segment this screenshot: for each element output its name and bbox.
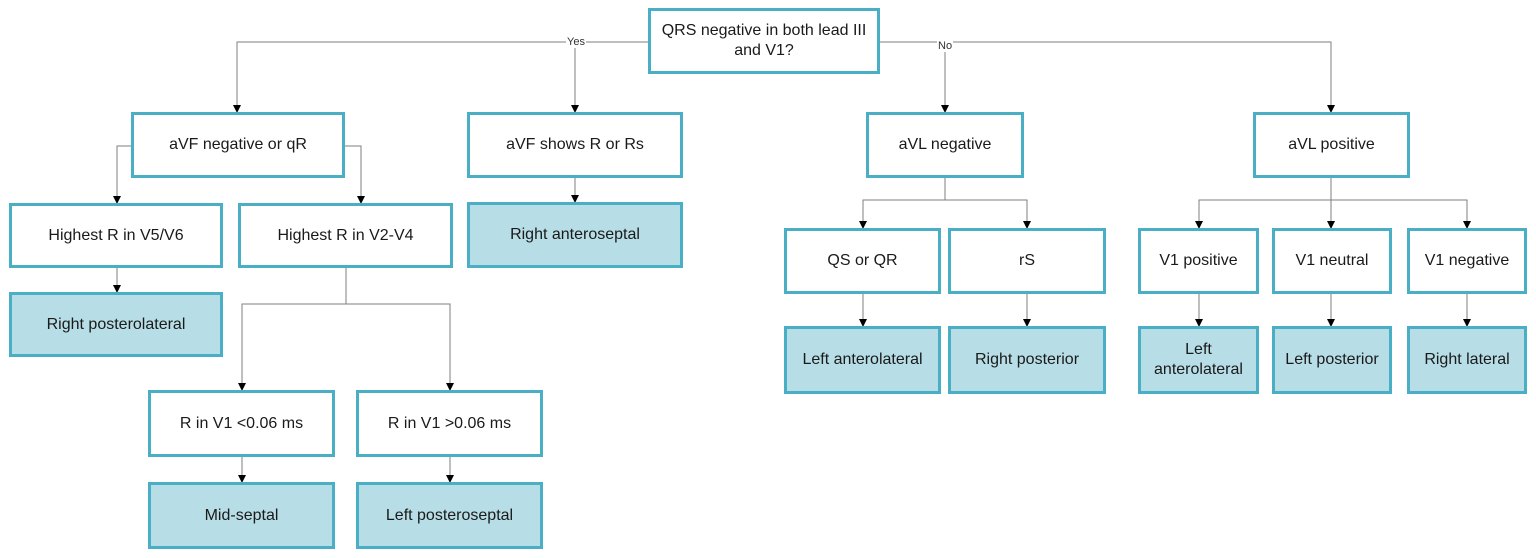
edge-label-no: No <box>937 40 954 52</box>
node-highest-r-v5v6: Highest R in V5/V6 <box>9 203 223 268</box>
node-v1-positive: V1 positive <box>1138 228 1259 294</box>
node-rs: rS <box>948 228 1106 294</box>
node-avf-negative: aVF negative or qR <box>131 112 345 178</box>
result-left-posteroseptal: Left posteroseptal <box>356 482 543 549</box>
node-r-v1-greater: R in V1 >0.06 ms <box>356 390 543 457</box>
result-mid-septal: Mid-septal <box>148 482 335 549</box>
node-v1-negative: V1 negative <box>1407 228 1527 294</box>
node-avl-negative: aVL negative <box>866 112 1024 178</box>
node-highest-r-v2v4: Highest R in V2-V4 <box>238 203 453 268</box>
node-r-v1-less: R in V1 <0.06 ms <box>148 390 335 457</box>
node-root-question: QRS negative in both lead III and V1? <box>648 8 880 74</box>
node-avf-r-or-rs: aVF shows R or Rs <box>467 112 683 178</box>
result-right-posterior: Right posterior <box>948 326 1106 394</box>
result-left-posterior: Left posterior <box>1272 326 1392 394</box>
edge-label-yes: Yes <box>566 36 586 48</box>
result-right-posterolateral: Right posterolateral <box>9 292 223 357</box>
result-left-anterolateral: Left anterolateral <box>784 326 941 394</box>
node-qs-or-qr: QS or QR <box>784 228 941 294</box>
result-left-anterolateral-2: Left anterolateral <box>1138 326 1259 394</box>
node-v1-neutral: V1 neutral <box>1272 228 1392 294</box>
node-avl-positive: aVL positive <box>1253 112 1410 178</box>
result-right-lateral: Right lateral <box>1407 326 1527 394</box>
result-right-anteroseptal: Right anteroseptal <box>467 202 683 268</box>
